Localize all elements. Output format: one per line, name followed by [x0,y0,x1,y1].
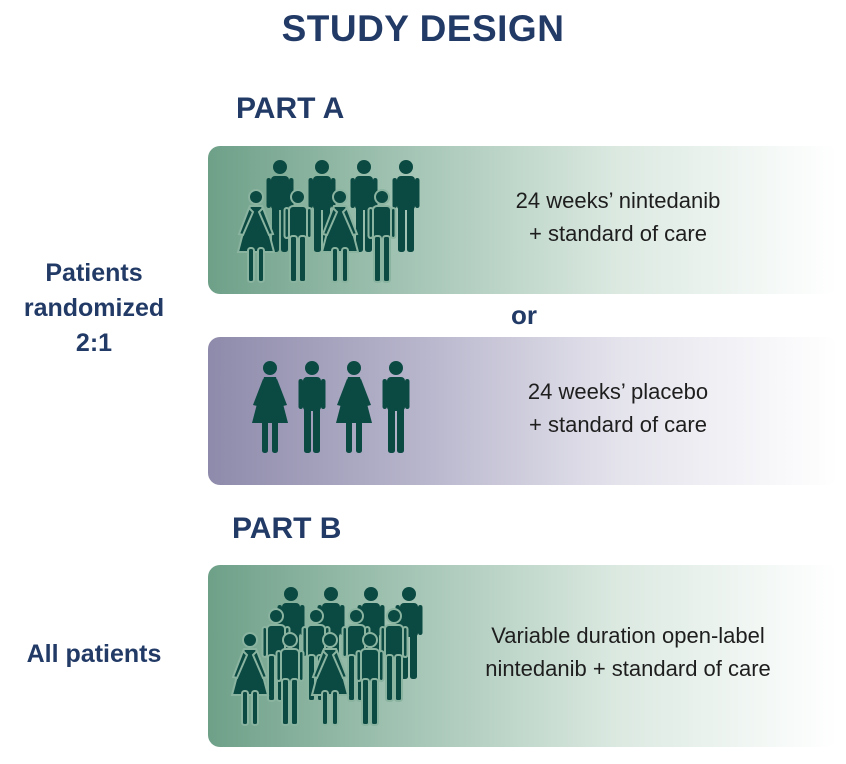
part-b-label: PART B [232,512,342,545]
arm-text-line-2: nintedanib + standard of care [485,656,771,681]
placebo-patients-icon-group [244,359,424,457]
placebo-arm-panel: 24 weeks’ placebo + standard of care [208,337,838,485]
patient-group-icon [237,160,420,283]
nintedanib-arm-description: 24 weeks’ nintedanib + standard of care [448,184,788,250]
nintedanib-patients-icon-group [234,158,434,284]
all-patients-icon-group [228,585,434,743]
patient-group-icon [231,587,423,726]
open-label-arm-panel: Variable duration open-label nintedanib … [208,565,838,747]
side-label-line-2: randomized [23,294,165,322]
placebo-arm-description: 24 weeks’ placebo + standard of care [448,375,788,441]
patients-randomized-label: Patients randomized 2:1 [0,256,188,361]
nintedanib-arm-panel: 24 weeks’ nintedanib + standard of care [208,146,838,294]
page-title: STUDY DESIGN [281,8,565,49]
side-label-line-3: 2:1 [75,329,113,357]
all-patients-label: All patients [26,640,162,668]
or-label: or [511,300,537,330]
arm-text-line-2: + standard of care [529,412,707,437]
patient-group-icon [252,361,410,453]
part-a-label: PART A [236,92,345,125]
arm-text-line-1: 24 weeks’ nintedanib [515,188,721,213]
side-label-line-1: Patients [45,259,143,287]
open-label-arm-description: Variable duration open-label nintedanib … [448,619,808,685]
arm-text-line-2: + standard of care [529,221,707,246]
arm-text-line-1: Variable duration open-label [491,623,765,648]
arm-text-line-1: 24 weeks’ placebo [527,379,709,404]
